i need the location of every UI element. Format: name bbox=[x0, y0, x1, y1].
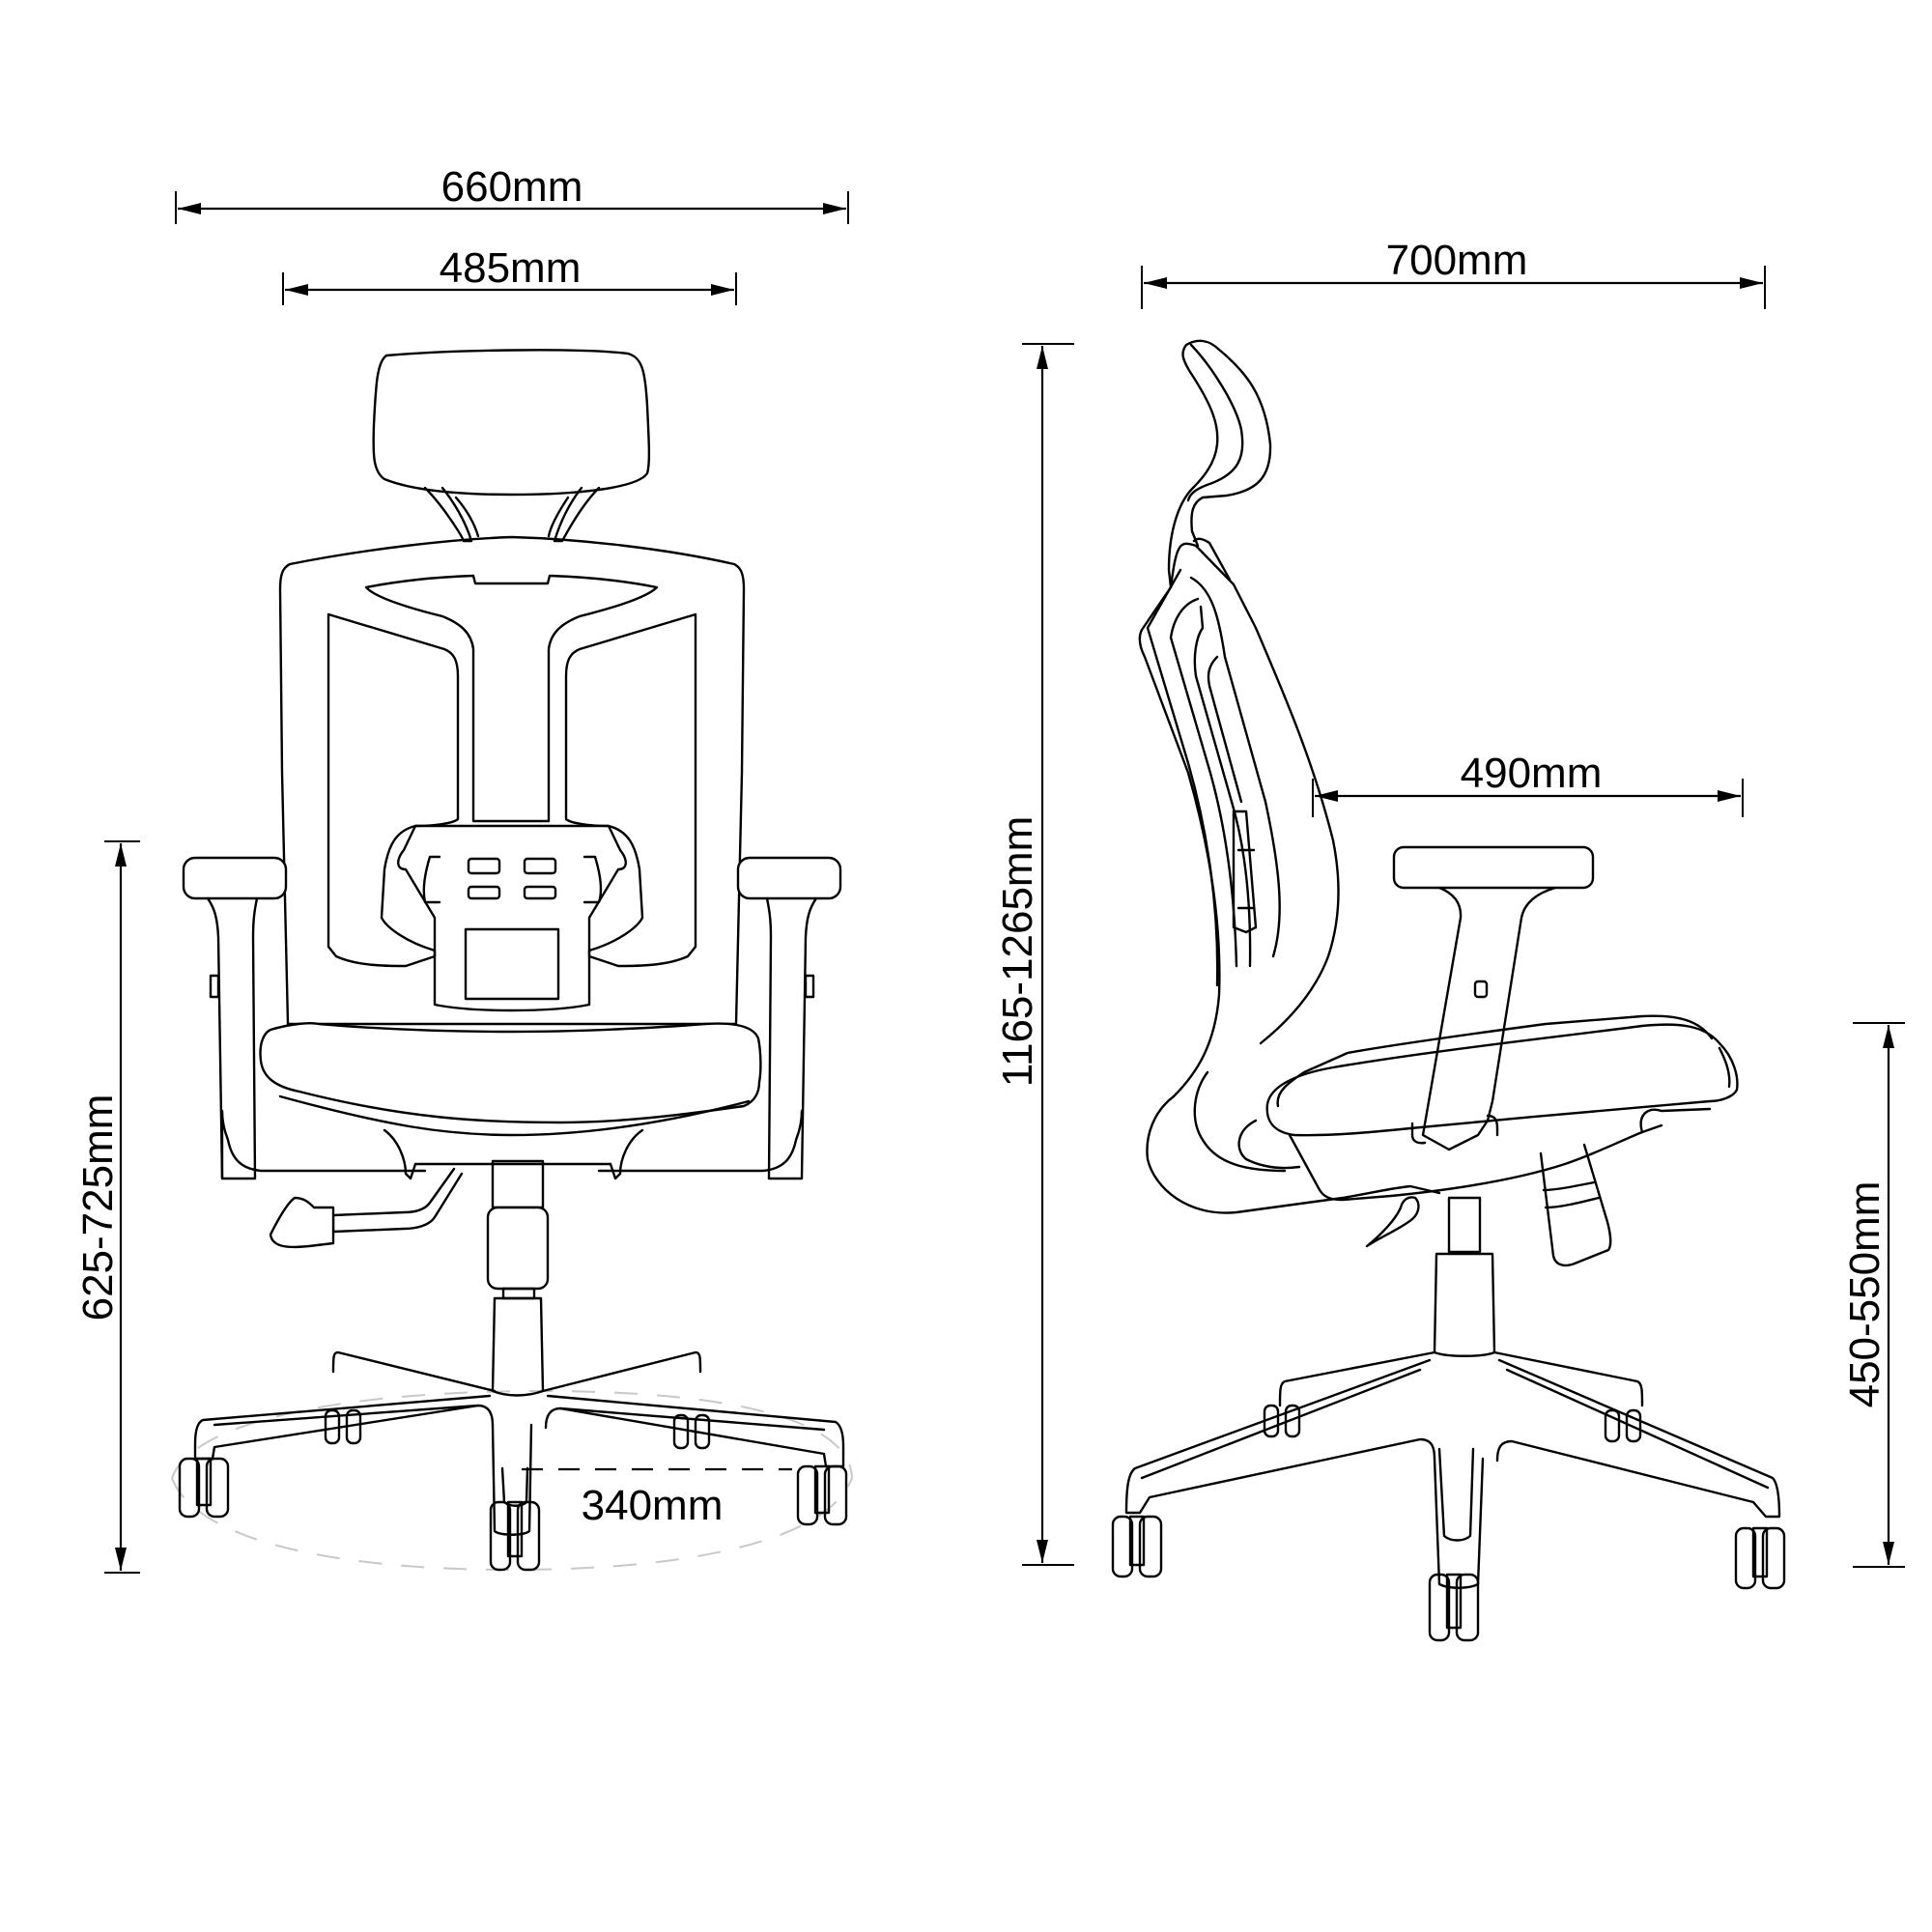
mesh-window-right bbox=[564, 612, 697, 968]
label-overall-depth: 700mm bbox=[1386, 237, 1528, 284]
dimension-base-radius: 340mm bbox=[522, 1467, 792, 1529]
caster-side-back-left bbox=[1263, 1404, 1301, 1438]
side-view bbox=[1111, 339, 1786, 1642]
caster-side-back-right bbox=[1604, 1408, 1642, 1443]
caster-side-front bbox=[1428, 1573, 1480, 1642]
mesh-window-left bbox=[327, 612, 460, 968]
label-overall-width: 660mm bbox=[441, 163, 583, 211]
seat-cushion bbox=[259, 1022, 762, 1124]
tension-knob bbox=[1539, 1143, 1612, 1267]
star-base-front-leg bbox=[491, 1423, 533, 1536]
base-footprint-ellipse bbox=[170, 1389, 854, 1572]
caster-side-right bbox=[1734, 1526, 1786, 1590]
headrest-post-left bbox=[423, 486, 473, 543]
label-base-radius: 340mm bbox=[582, 1482, 724, 1529]
tilt-lever bbox=[331, 1167, 464, 1234]
label-seat-width: 485mm bbox=[440, 244, 582, 292]
lumbar-center-panel bbox=[464, 927, 560, 1001]
headrest-post-right bbox=[553, 486, 601, 543]
armrest-pad-right bbox=[736, 856, 842, 900]
star-base-side-back-right bbox=[1492, 1350, 1644, 1407]
dimension-armrest-height: 625-725mm bbox=[74, 840, 140, 1574]
armrest-post-side bbox=[1421, 886, 1557, 1151]
armrest-pad-left bbox=[182, 856, 288, 900]
lumbar-support bbox=[380, 824, 644, 1012]
height-lever bbox=[1365, 1196, 1420, 1248]
caster-front bbox=[489, 1500, 541, 1572]
headrest-side bbox=[1167, 339, 1272, 589]
star-base-side-left-leg bbox=[1124, 1358, 1436, 1515]
seat-cushion-side bbox=[1265, 1023, 1739, 1137]
dimension-seat-depth: 490mm bbox=[1312, 750, 1744, 817]
armrest-button bbox=[1473, 980, 1489, 999]
caster-left bbox=[178, 1457, 230, 1519]
dimension-seat-width: 485mm bbox=[282, 244, 737, 305]
star-base-back-right bbox=[541, 1350, 702, 1393]
armrest-post-left bbox=[206, 896, 259, 1180]
backrest-frame bbox=[278, 535, 746, 1026]
gas-cylinder-side bbox=[1447, 1196, 1482, 1254]
star-base-side-back-left bbox=[1278, 1350, 1436, 1407]
front-view bbox=[170, 349, 854, 1572]
backrest-side bbox=[1138, 542, 1340, 1098]
dimension-overall-width: 660mm bbox=[175, 163, 849, 224]
caster-back-right bbox=[672, 1413, 711, 1450]
dimension-overall-height: 1165-1265mm bbox=[994, 343, 1074, 1566]
label-seat-height: 450-550mm bbox=[1841, 1181, 1889, 1408]
gas-cylinder bbox=[491, 1296, 545, 1397]
star-base-side-right-leg bbox=[1495, 1358, 1781, 1519]
armrest-bracket bbox=[220, 1109, 804, 1180]
seat-shell-side bbox=[1146, 1094, 1441, 1214]
label-armrest-height: 625-725mm bbox=[74, 1094, 122, 1321]
gas-cylinder-cover bbox=[486, 1206, 550, 1291]
armrest-pad-side bbox=[1392, 845, 1595, 890]
label-overall-height: 1165-1265mm bbox=[994, 816, 1041, 1087]
headrest bbox=[372, 349, 651, 497]
dimension-seat-height: 450-550mm bbox=[1841, 1022, 1905, 1568]
caster-side-left bbox=[1111, 1515, 1163, 1578]
dimension-overall-depth: 700mm bbox=[1141, 237, 1766, 309]
star-base-back-left bbox=[331, 1350, 497, 1393]
caster-back-left bbox=[324, 1408, 362, 1445]
caster-right bbox=[796, 1464, 848, 1526]
label-seat-depth: 490mm bbox=[1461, 750, 1603, 797]
armrest-post-right bbox=[765, 896, 818, 1180]
